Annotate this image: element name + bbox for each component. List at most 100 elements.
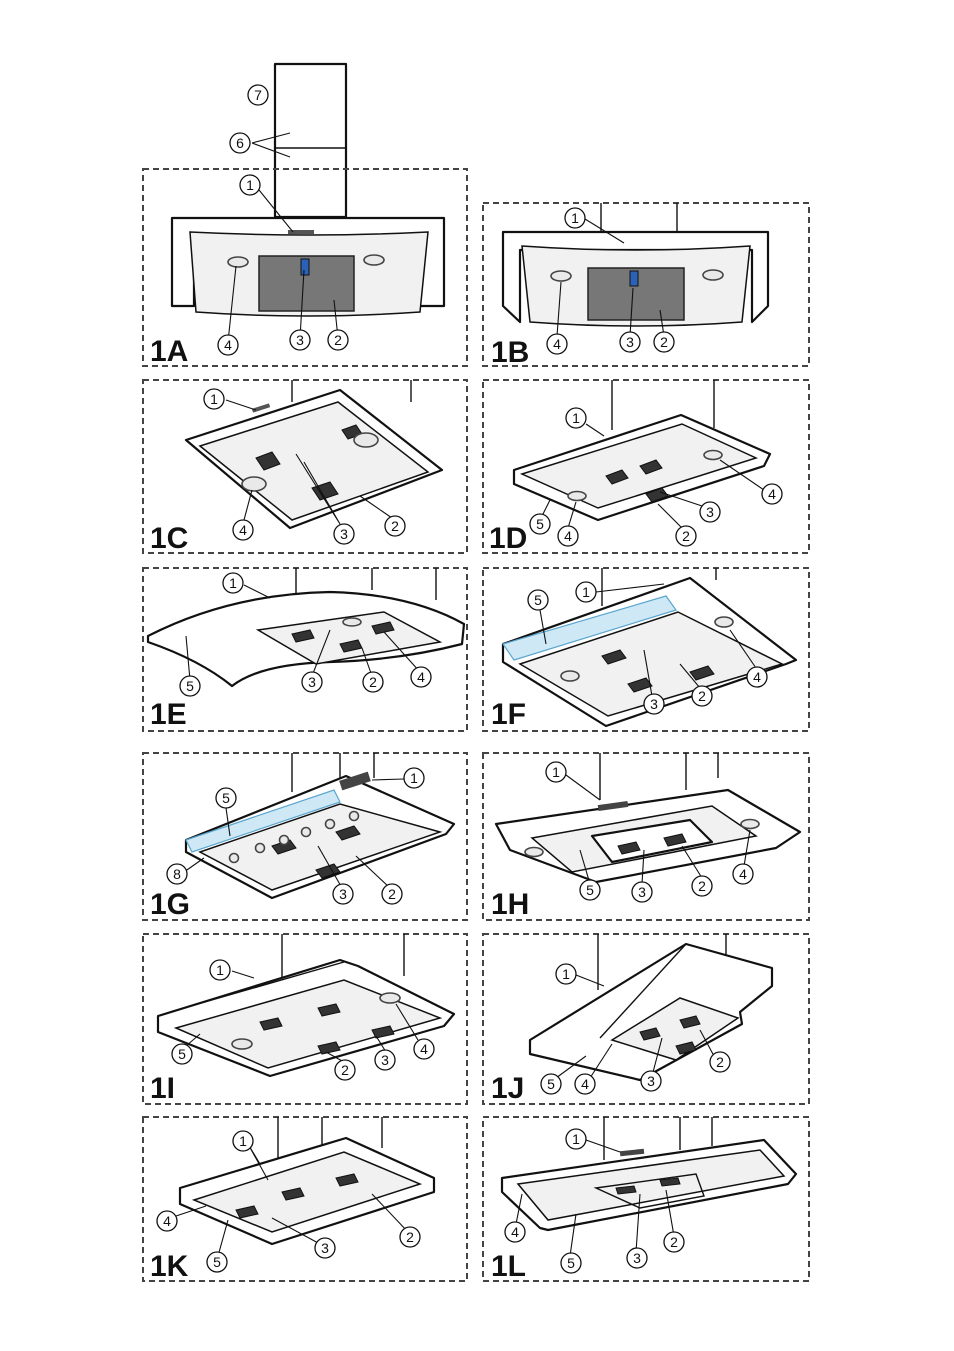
svg-text:3: 3 <box>647 1073 655 1089</box>
svg-text:2: 2 <box>660 334 668 350</box>
callout: 4 <box>761 483 783 505</box>
panel-1F: 1F 1 5 4 3 2 <box>482 567 810 732</box>
svg-text:3: 3 <box>650 696 658 712</box>
panel-frame <box>142 1116 468 1282</box>
svg-text:3: 3 <box>381 1052 389 1068</box>
svg-text:1: 1 <box>246 177 254 193</box>
svg-text:3: 3 <box>296 332 304 348</box>
panel-frame <box>142 567 468 732</box>
callout: 5 <box>215 787 237 809</box>
callout: 2 <box>691 685 713 707</box>
panel-frame <box>482 933 810 1105</box>
light <box>524 846 544 858</box>
light <box>363 254 385 266</box>
callout: 4 <box>746 666 768 688</box>
control-panel <box>288 230 314 234</box>
callout: 3 <box>374 1049 396 1071</box>
svg-text:4: 4 <box>420 1041 428 1057</box>
light <box>379 992 401 1004</box>
svg-text:6: 6 <box>236 135 244 151</box>
callout: 1 <box>575 581 597 603</box>
panel-frame <box>142 752 468 921</box>
light <box>560 670 580 682</box>
light <box>241 476 267 492</box>
svg-text:4: 4 <box>224 337 232 353</box>
panel-label: 1K <box>150 1250 189 1283</box>
callout: 1 <box>565 407 587 429</box>
panel-frame <box>482 379 810 554</box>
svg-text:1: 1 <box>562 966 570 982</box>
callout: 2 <box>399 1226 421 1248</box>
svg-text:3: 3 <box>321 1240 329 1256</box>
callout: 7 <box>247 84 269 106</box>
svg-text:4: 4 <box>553 336 561 352</box>
callout: 3 <box>332 883 354 905</box>
callout: 2 <box>381 883 403 905</box>
panel-label: 1H <box>491 888 529 921</box>
callout: 1 <box>403 767 425 789</box>
panel-frame <box>142 933 468 1105</box>
light <box>231 1038 253 1050</box>
callout: 2 <box>691 875 713 897</box>
svg-text:1: 1 <box>229 575 237 591</box>
svg-text:1: 1 <box>552 764 560 780</box>
callout: 3 <box>289 329 311 351</box>
panel-label: 1E <box>150 698 187 731</box>
svg-text:4: 4 <box>753 669 761 685</box>
callout: 4 <box>546 333 568 355</box>
panel-1C: 1C 1 4 3 2 <box>142 379 468 555</box>
callout: 4 <box>574 1073 596 1095</box>
callout: 5 <box>529 513 551 535</box>
panel-1B: 1B 1 4 3 2 <box>482 202 810 369</box>
panel-1E: 1E 1 5 3 2 4 <box>142 567 468 732</box>
svg-text:2: 2 <box>391 518 399 534</box>
panel-1J: 1J 1 5 4 3 2 <box>482 933 810 1105</box>
callout: 1 <box>555 963 577 985</box>
panel-label: 1G <box>150 888 190 921</box>
svg-text:2: 2 <box>670 1234 678 1250</box>
canopy-outline <box>528 942 774 1082</box>
callout: 4 <box>410 666 432 688</box>
callout: 1 <box>209 959 231 981</box>
panel-frame <box>482 567 810 732</box>
svg-text:4: 4 <box>768 486 776 502</box>
svg-text:3: 3 <box>339 886 347 902</box>
svg-text:4: 4 <box>163 1213 171 1229</box>
callout: 1 <box>232 1130 254 1152</box>
svg-text:1: 1 <box>572 1131 580 1147</box>
panel-frame <box>482 752 810 921</box>
callout: 5 <box>579 879 601 901</box>
callout: 3 <box>619 331 641 353</box>
light <box>702 269 724 281</box>
callout: 4 <box>413 1038 435 1060</box>
callout: 6 <box>229 132 251 154</box>
svg-text:5: 5 <box>186 678 194 694</box>
svg-text:4: 4 <box>417 669 425 685</box>
glass-panel <box>502 595 677 661</box>
callout: 4 <box>156 1210 178 1232</box>
panel-1K: 1K 1 4 5 3 2 <box>142 1116 468 1283</box>
panel-1I: 1I 1 4 5 2 3 <box>142 933 468 1105</box>
callout: 3 <box>301 671 323 693</box>
svg-text:5: 5 <box>178 1046 186 1062</box>
svg-text:2: 2 <box>698 688 706 704</box>
svg-text:2: 2 <box>369 674 377 690</box>
light <box>342 617 362 627</box>
canopy-underside <box>198 803 443 891</box>
panel-label: 1B <box>491 336 529 369</box>
callout: 1 <box>564 207 586 229</box>
svg-text:5: 5 <box>567 1255 575 1271</box>
callout: 2 <box>334 1059 356 1081</box>
light <box>567 490 587 502</box>
panel-frame <box>482 202 810 367</box>
svg-text:5: 5 <box>222 790 230 806</box>
filter-area <box>255 611 443 665</box>
panel-frame <box>482 1116 810 1282</box>
svg-text:3: 3 <box>633 1250 641 1266</box>
callout: 2 <box>327 329 349 351</box>
svg-text:1: 1 <box>571 210 579 226</box>
control-panel <box>339 771 371 791</box>
svg-text:3: 3 <box>706 504 714 520</box>
callout: 5 <box>560 1252 582 1274</box>
callout: 1 <box>565 1128 587 1150</box>
